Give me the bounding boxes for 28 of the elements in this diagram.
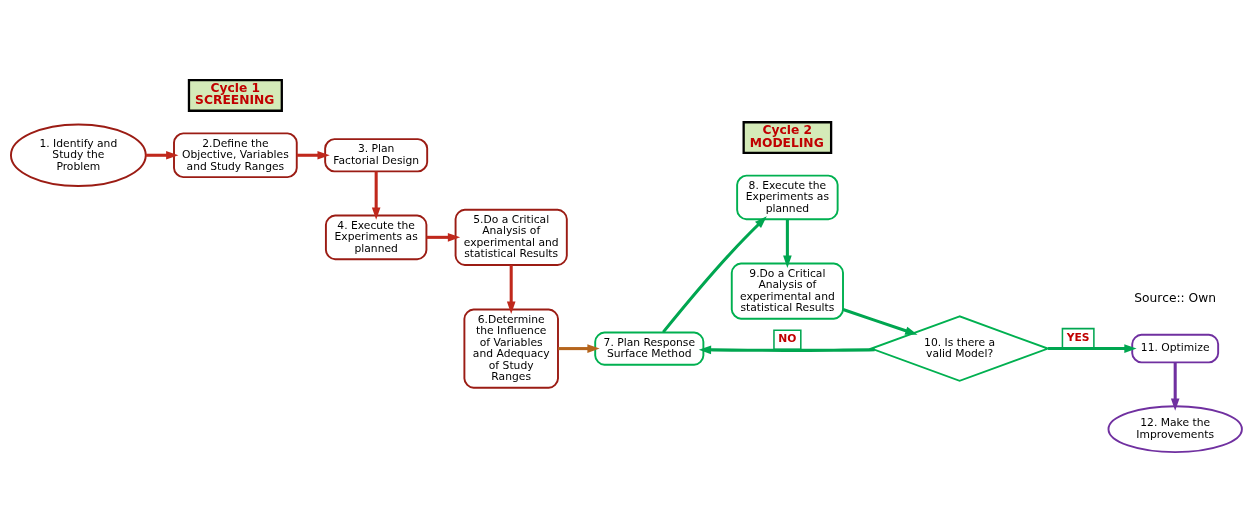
node-ellipse: 12. Make the Improvements <box>1107 404 1243 453</box>
node-box: 2.Define the Objective, Variables and Study Ranges <box>173 131 298 178</box>
arrow <box>698 345 875 354</box>
node-box: 5.Do a Critical Analysis of experimental and statistical Results <box>454 208 568 266</box>
arrow <box>662 215 767 333</box>
label: Source:: Own <box>1134 290 1217 305</box>
arrow <box>1048 343 1137 353</box>
arrow <box>558 343 600 353</box>
edge-label: YES <box>1066 330 1090 344</box>
node-box: 8. Execute the Experiments as planned <box>736 174 839 220</box>
node-box: 6.Determine the Influence of Variables and Adequacy of Study Ranges <box>463 308 559 389</box>
arrow <box>426 232 461 242</box>
node-box: 4. Execute the Experiments as planned <box>324 214 428 260</box>
edge-label: NO <box>778 331 797 345</box>
node-box: Cycle 2 MODELING <box>742 120 833 154</box>
node-box: 3. Plan Factorial Design <box>324 137 429 172</box>
arrow <box>783 219 792 268</box>
node-ellipse: 1. Identify and Study the Problem <box>10 123 147 187</box>
arrow <box>1170 362 1180 411</box>
node-box: 9.Do a Critical Analysis of experimental and statistical Results <box>730 261 844 320</box>
arrow <box>842 307 918 335</box>
node-box: Cycle 1 SCREENING <box>187 78 283 112</box>
arrow <box>506 264 516 314</box>
node-box: 11. Optimize <box>1131 333 1220 363</box>
arrow <box>371 170 381 220</box>
arrow <box>296 150 330 160</box>
node-box: 7. Plan Response Surface Method <box>594 331 705 366</box>
arrow <box>145 150 179 160</box>
